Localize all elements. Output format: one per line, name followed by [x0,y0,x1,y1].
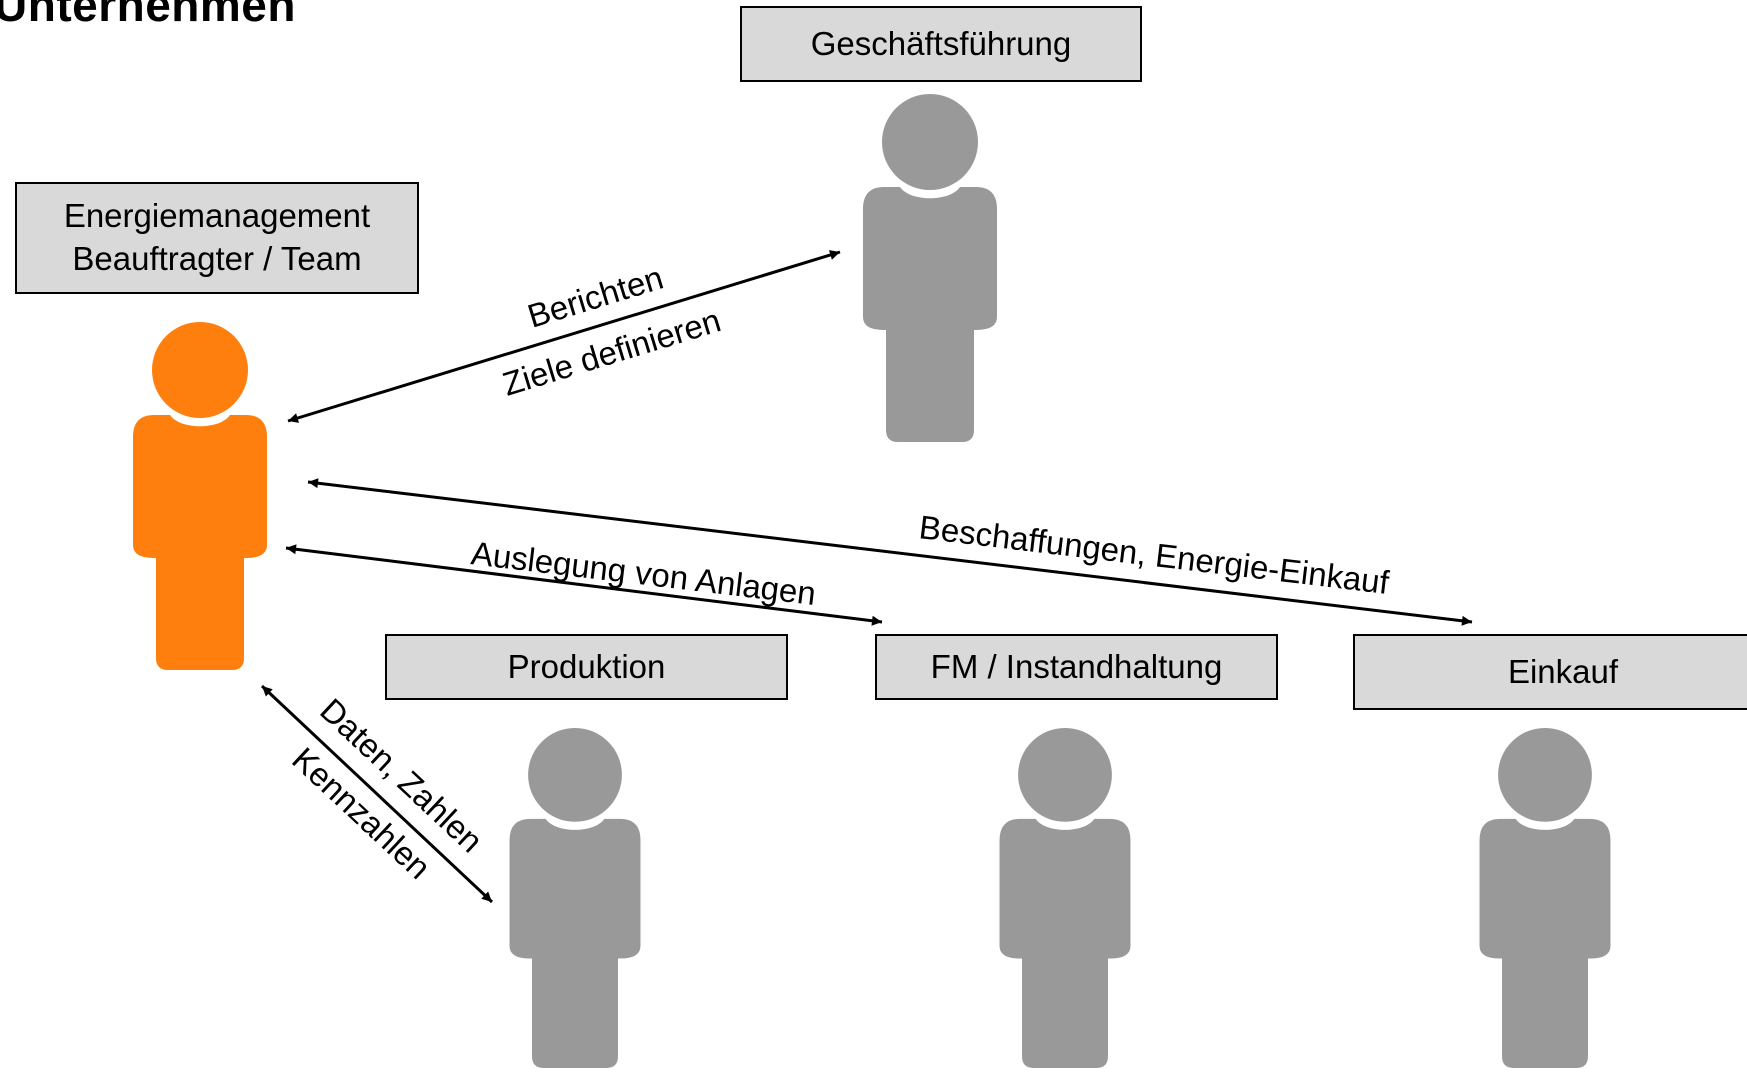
edge-label-beschaffungen: Beschaffungen, Energie-Einkauf [917,508,1392,601]
edge-arrow-gf [287,250,841,423]
person-icon-geschaeftsfuehrung [863,94,997,442]
node-fm-label: FM / Instandhaltung [930,647,1223,685]
person-icon-fm [999,727,1131,1068]
node-geschaeftsfuehrung: Geschäftsführung [740,6,1142,82]
edge-arrow-einkauf [307,478,1473,626]
person-icon-einkauf [1479,727,1611,1068]
node-geschaeftsfuehrung-label: Geschäftsführung [810,24,1072,62]
edge-label-auslegung: Auslegung von Anlagen [469,534,818,612]
node-produktion-label: Produktion [507,647,666,685]
edge-arrow-produktion [260,684,494,904]
page-title: Unternehmen [0,0,296,31]
node-einkauf-label: Einkauf [1507,652,1619,690]
person-icon-energiemanagement [133,322,267,670]
node-fm: FM / Instandhaltung [875,634,1278,700]
node-einkauf: Einkauf [1353,634,1747,710]
person-icon-produktion [509,727,641,1068]
node-energiemanagement-line1: Energiemanagement [63,197,371,235]
edge-arrow-fm [285,544,883,626]
